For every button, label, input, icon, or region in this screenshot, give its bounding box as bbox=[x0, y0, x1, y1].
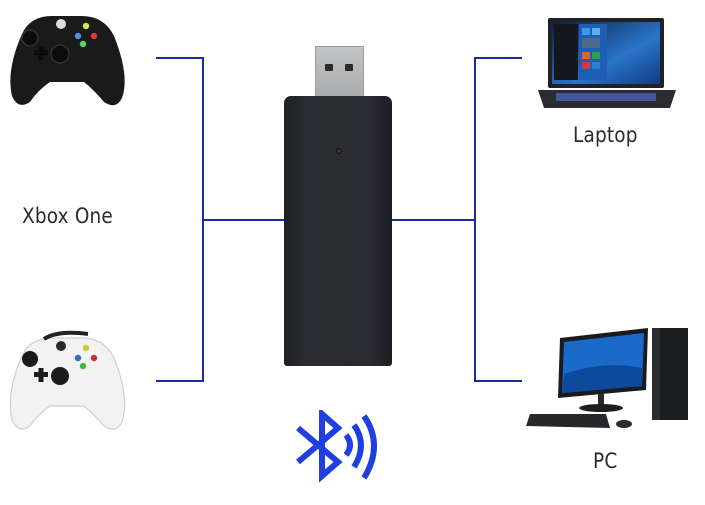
connector-line-left-top bbox=[156, 57, 204, 59]
connector-line-right-vertical bbox=[474, 57, 476, 382]
usb-connector-icon bbox=[315, 46, 364, 99]
connector-line-right-top bbox=[474, 57, 522, 59]
usb-dongle-icon bbox=[284, 96, 392, 366]
bluetooth-wireless-icon bbox=[296, 410, 377, 483]
laptop-label: Laptop bbox=[573, 123, 638, 147]
connector-line-left-bottom bbox=[156, 380, 204, 382]
connector-line-right-bottom bbox=[474, 380, 522, 382]
xbox-one-label: Xbox One bbox=[22, 204, 113, 228]
connector-line-right-center bbox=[390, 219, 476, 221]
white-controller-icon bbox=[9, 330, 126, 430]
black-controller-icon bbox=[10, 16, 125, 106]
pc-label: PC bbox=[593, 449, 618, 473]
laptop-icon bbox=[538, 18, 676, 108]
desktop-pc-icon bbox=[526, 328, 688, 428]
led-indicator-icon bbox=[336, 148, 342, 154]
connector-line-left-center bbox=[202, 219, 286, 221]
